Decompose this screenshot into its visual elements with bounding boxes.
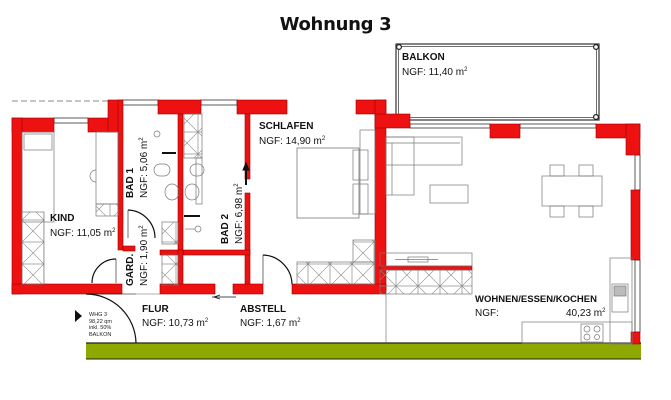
toilet-icon — [153, 163, 171, 177]
room-name-schlafen: SCHLAFEN — [259, 121, 314, 132]
room-name-flur: FLUR — [142, 304, 169, 315]
bed-icon — [21, 131, 55, 223]
furniture — [21, 113, 633, 345]
stove-icon — [580, 323, 604, 343]
entrance-note: WHG 3 98,22 qm inkl. 50% BALKON — [89, 312, 112, 338]
room-area-schlafen: NGF: 14,90 m2 — [259, 136, 326, 147]
room-area-abstell: NGF: 1,67 m2 — [240, 318, 301, 329]
room-name-bad1: BAD 1 — [125, 167, 136, 198]
walls — [11, 99, 641, 345]
window-icon — [53, 99, 641, 333]
room-name-abstell: ABSTELL — [240, 304, 287, 315]
sofa-icon — [385, 136, 463, 166]
entrance-arrow-icon — [75, 310, 82, 322]
shower-icon — [161, 254, 179, 286]
wardrobe-icon — [21, 211, 45, 285]
page-title: Wohnung 3 — [279, 14, 392, 35]
balcony-outline — [395, 43, 600, 121]
room-name-gard: GARD. — [125, 253, 136, 286]
room-ngf-wohnen: NGF: — [475, 308, 499, 319]
sink-icon — [164, 183, 180, 201]
room-area-bad1: NGF: 5,06 m2 — [139, 137, 150, 198]
sliding-door-icon — [162, 152, 250, 217]
room-name-kind: KIND — [50, 213, 75, 224]
room-area-flur: NGF: 10,73 m2 — [142, 318, 209, 329]
kitchen-sink-icon — [611, 283, 629, 313]
room-area-kind: NGF: 11,05 m2 — [50, 228, 116, 239]
room-name-balkon: BALKON — [402, 52, 445, 63]
room-area-wohnen: 40,23 m2 — [566, 308, 606, 319]
room-area-gard: NGF: 1,90 m2 — [139, 225, 150, 286]
room-area-bad2: NGF: 6,98 m2 — [234, 183, 245, 244]
room-area-balkon: NGF: 11,40 m2 — [402, 67, 468, 78]
room-name-bad2: BAD 2 — [220, 213, 231, 244]
room-name-wohnen: WOHNEN/ESSEN/KOCHEN — [475, 294, 597, 305]
dining-table-icon — [541, 175, 603, 207]
terrace-strip — [86, 342, 641, 360]
